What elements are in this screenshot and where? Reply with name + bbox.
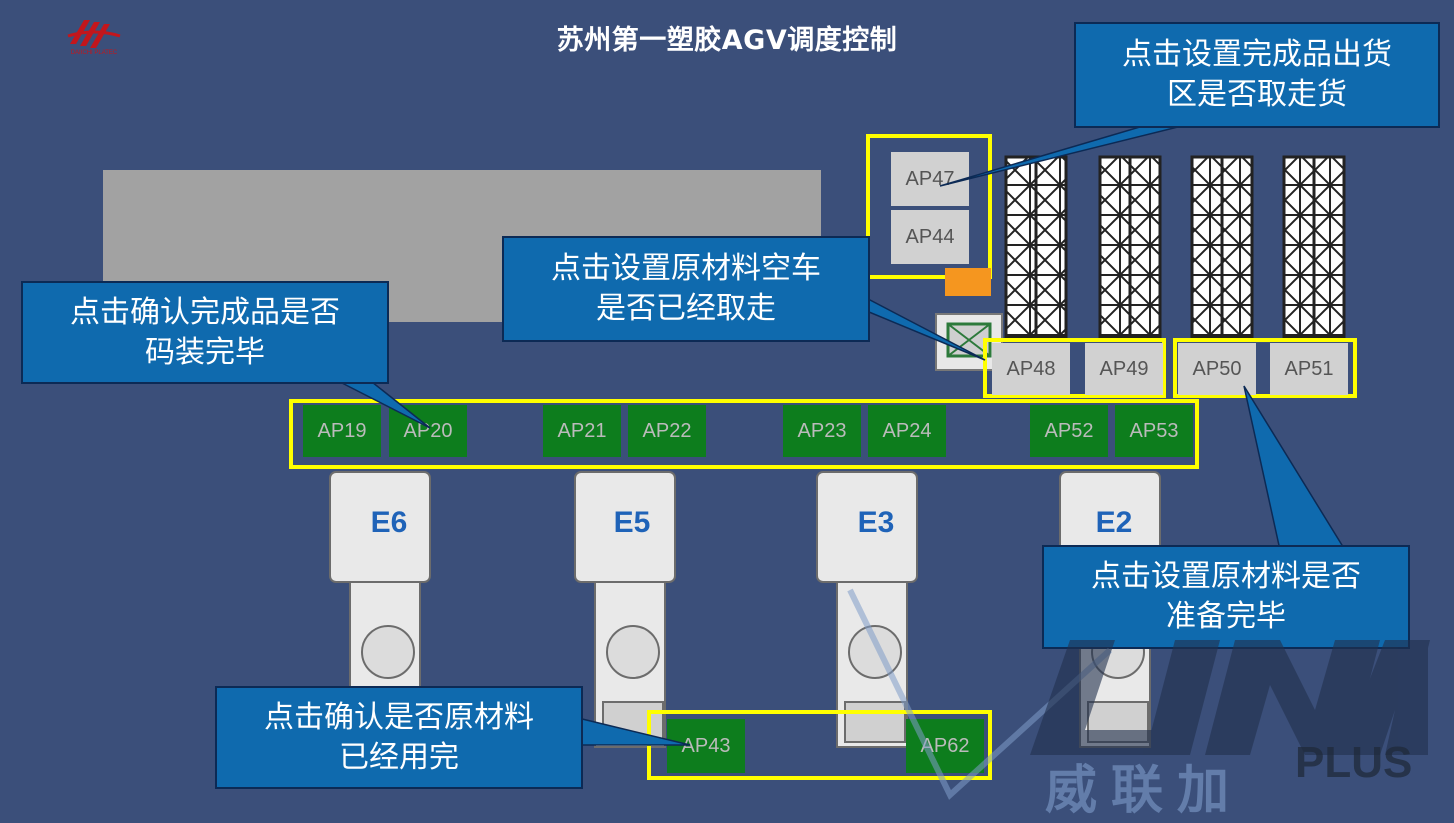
page-title: 苏州第一塑胶AGV调度控制 xyxy=(556,25,898,56)
watermark-chinese-text: 威联加 xyxy=(1045,761,1244,821)
callout-material-used-line1: 点击确认是否原材料 xyxy=(264,699,534,735)
station-ap24[interactable]: AP24 xyxy=(868,405,946,457)
finished-goods-zone-frame xyxy=(289,399,1199,469)
material-ready-zone-frame xyxy=(1173,338,1357,398)
callout-finished-packed[interactable]: 点击确认完成品是否 码装完毕 xyxy=(21,281,389,384)
station-ap43[interactable]: AP43 xyxy=(667,719,745,773)
station-ap53[interactable]: AP53 xyxy=(1115,405,1193,457)
station-ap51[interactable]: AP51 xyxy=(1270,343,1348,395)
station-ap48[interactable]: AP48 xyxy=(992,343,1070,395)
callout-empty-cart-line1: 点击设置原材料空车 xyxy=(551,251,821,286)
callout-finished-shipping-line2: 区是否取走货 xyxy=(1167,77,1347,112)
callout-empty-cart-line2: 是否已经取走 xyxy=(596,291,776,326)
callout-finished-shipping[interactable]: 点击设置完成品出货 区是否取走货 xyxy=(1074,22,1440,128)
station-ap47[interactable]: AP47 xyxy=(891,152,969,206)
callout-material-used[interactable]: 点击确认是否原材料 已经用完 xyxy=(215,686,583,789)
callout-finished-packed-line1: 点击确认完成品是否 xyxy=(70,294,340,330)
callout-finished-shipping-line1: 点击设置完成品出货 xyxy=(1122,37,1392,72)
machine-label-e2: E2 xyxy=(1095,506,1133,539)
station-ap49[interactable]: AP49 xyxy=(1085,343,1163,395)
machine-label-e3: E3 xyxy=(857,506,895,539)
orange-marker xyxy=(945,268,991,296)
logo-caption: DAIICHI PLATEC xyxy=(70,50,118,56)
machine-label-e6: E6 xyxy=(370,506,408,539)
station-ap19[interactable]: AP19 xyxy=(303,405,381,457)
empty-cart-zone-frame xyxy=(983,338,1166,398)
station-ap21[interactable]: AP21 xyxy=(543,405,621,457)
machine-label-e5: E5 xyxy=(613,506,651,539)
station-ap23[interactable]: AP23 xyxy=(783,405,861,457)
station-ap50[interactable]: AP50 xyxy=(1178,343,1256,395)
daiichi-logo-icon xyxy=(64,14,124,60)
station-ap22[interactable]: AP22 xyxy=(628,405,706,457)
station-ap62[interactable]: AP62 xyxy=(906,719,984,773)
storage-racks xyxy=(1004,155,1346,339)
callout-material-ready-line1: 点击设置原材料是否 xyxy=(1091,559,1361,594)
watermark-plus-text: PLUS xyxy=(1295,738,1413,787)
station-ap52[interactable]: AP52 xyxy=(1030,405,1108,457)
station-ap44[interactable]: AP44 xyxy=(891,210,969,264)
callout-material-ready-line2: 准备完毕 xyxy=(1166,599,1286,634)
callout-material-ready[interactable]: 点击设置原材料是否 准备完毕 xyxy=(1042,545,1410,649)
callout-empty-cart[interactable]: 点击设置原材料空车 是否已经取走 xyxy=(502,236,870,342)
callout-material-used-line2: 已经用完 xyxy=(339,739,459,775)
callout-finished-packed-line2: 码装完毕 xyxy=(145,334,265,370)
linkplus-watermark-icon xyxy=(847,588,1430,800)
shipping-zone-frame xyxy=(866,134,992,279)
